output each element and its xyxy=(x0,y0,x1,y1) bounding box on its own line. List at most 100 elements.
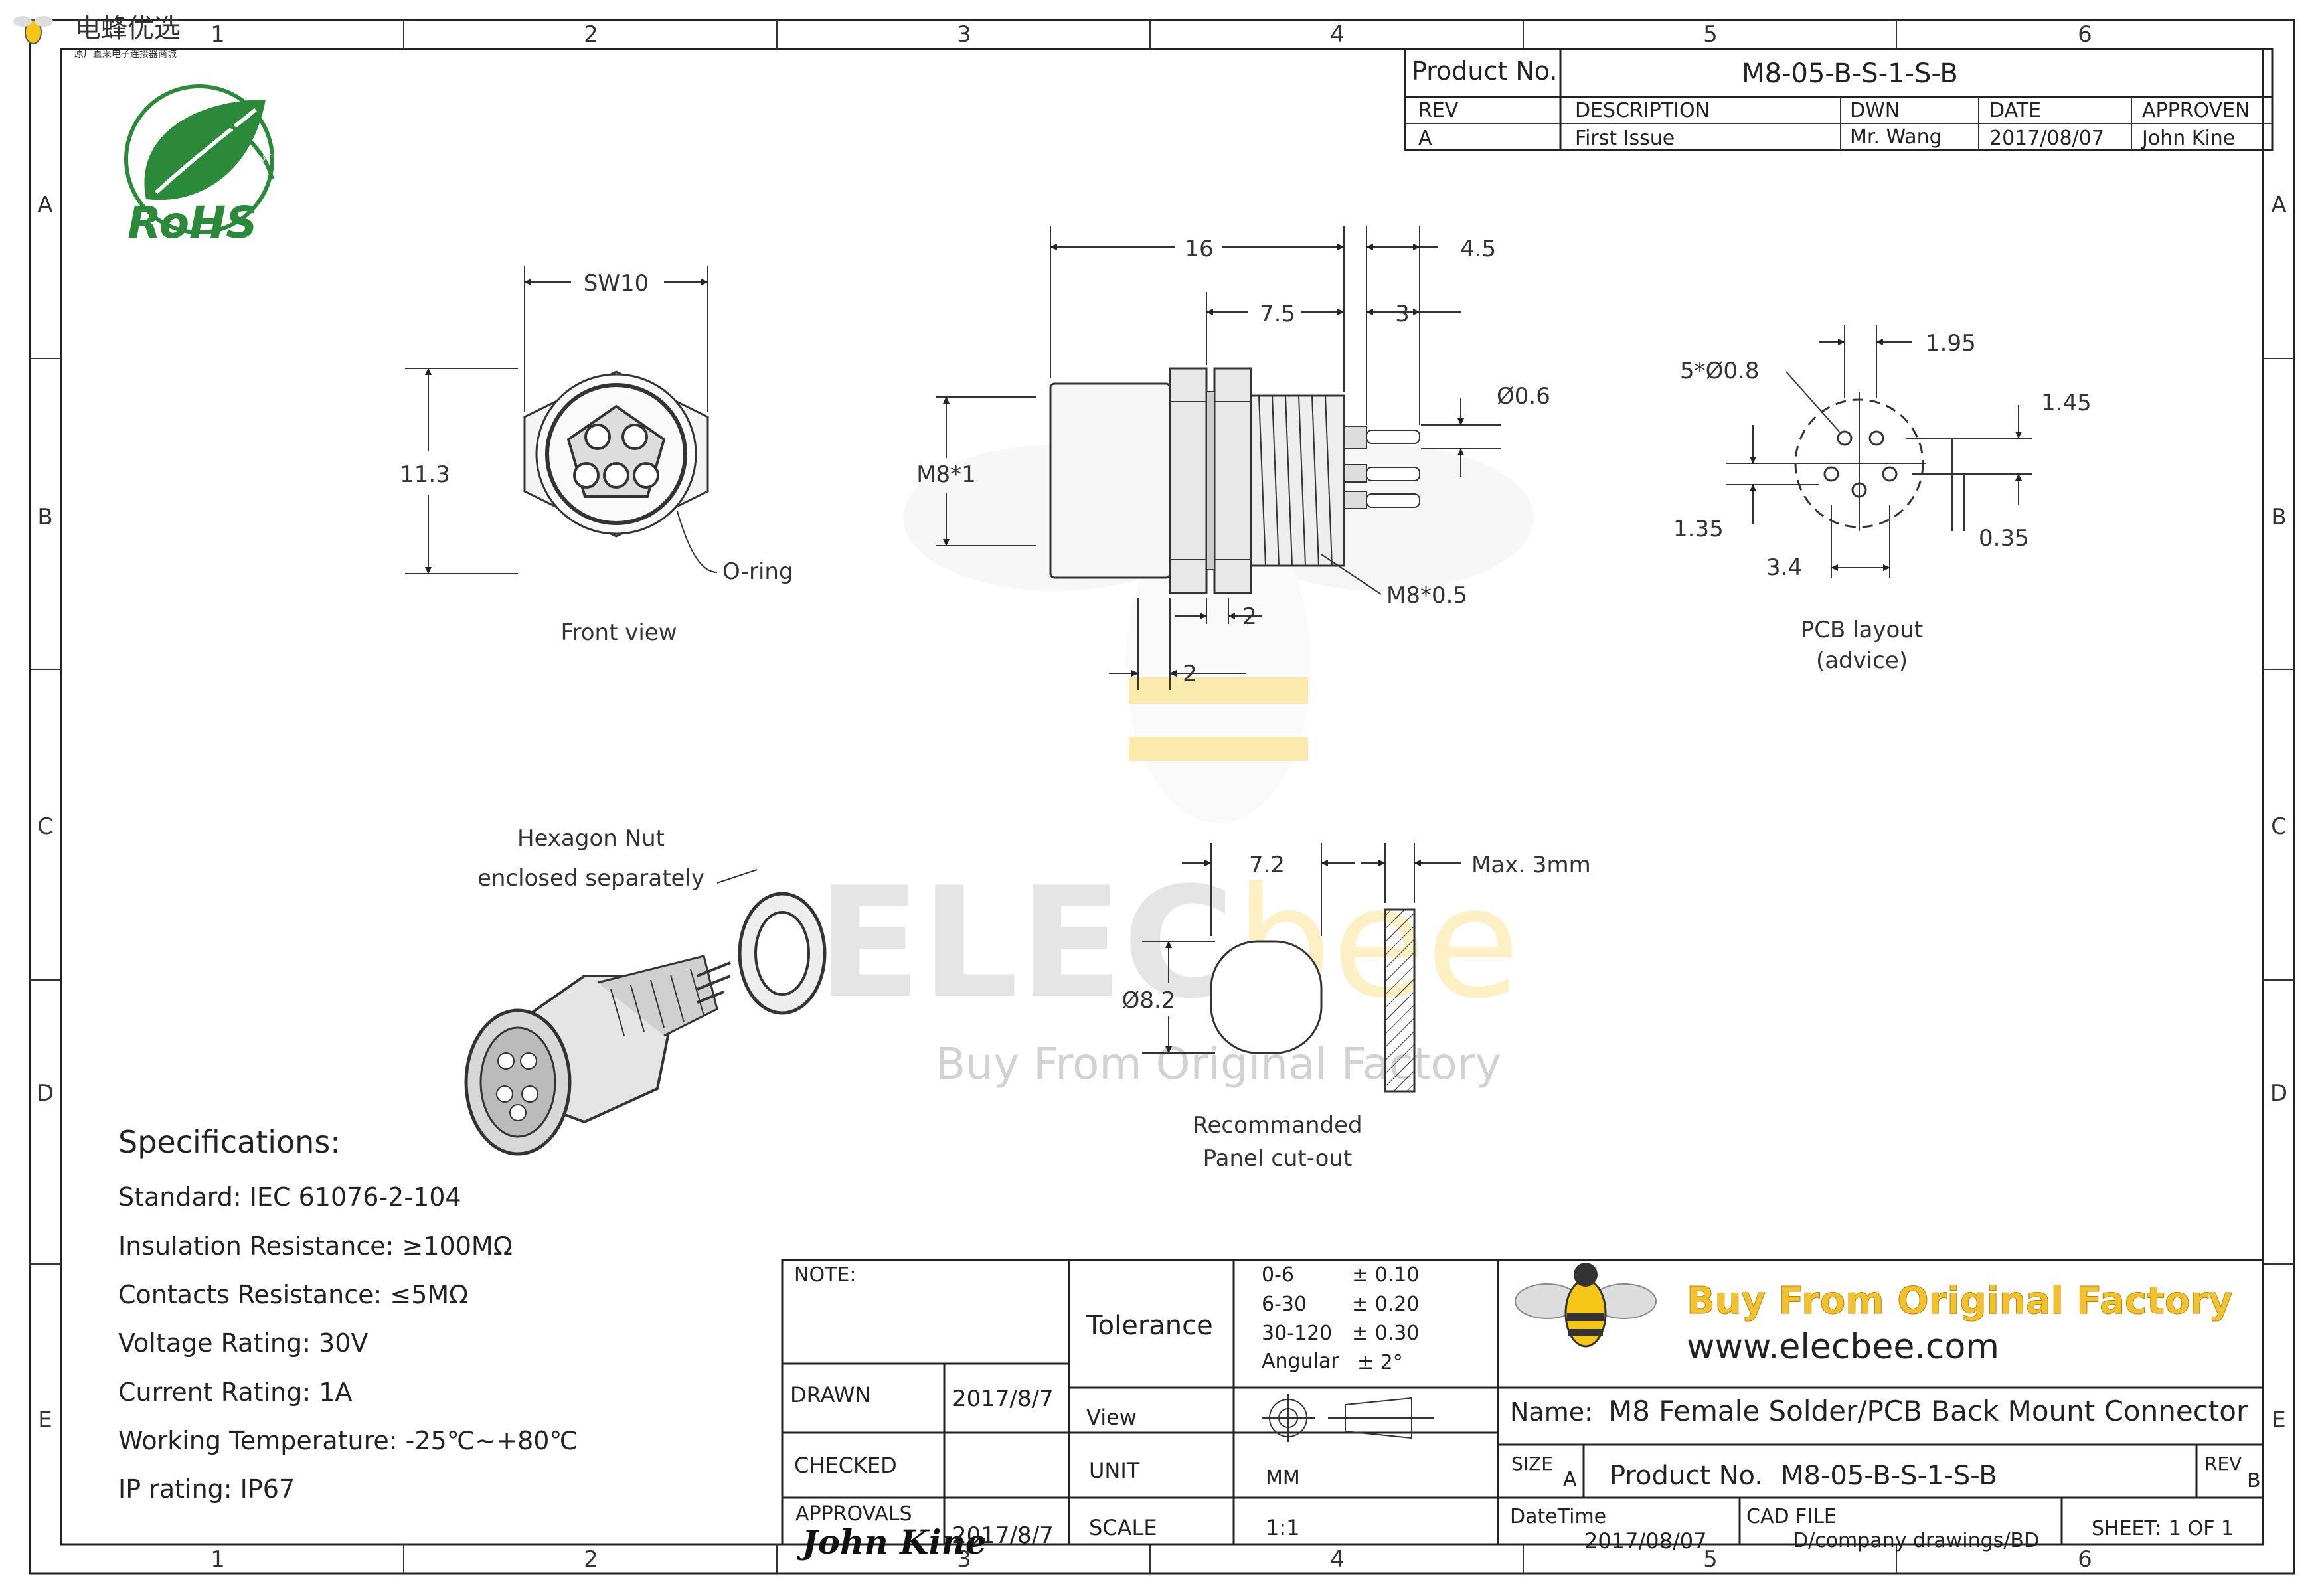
svg-text:E: E xyxy=(2272,1407,2285,1433)
svg-text:DESCRIPTION: DESCRIPTION xyxy=(1575,99,1710,122)
svg-text:30-120: 30-120 xyxy=(1262,1322,1332,1345)
svg-text:± 2°: ± 2° xyxy=(1357,1351,1403,1374)
tb-sheet-value: 1 OF 1 xyxy=(2169,1517,2234,1540)
svg-text:Mr. Wang: Mr. Wang xyxy=(1850,125,1942,149)
rev-product-no: M8-05-B-S-1-S-B xyxy=(1742,58,1958,89)
tb-unit-label: UNIT xyxy=(1089,1458,1140,1483)
dim-2-upper: 2 xyxy=(1242,603,1257,630)
svg-text:2: 2 xyxy=(584,21,598,48)
tb-view-label: View xyxy=(1086,1405,1137,1430)
grid-col-labels-top: 1 2 3 4 5 6 xyxy=(210,21,2092,48)
pcb-caption-2: (advice) xyxy=(1816,647,1908,674)
tb-checked-label: CHECKED xyxy=(794,1453,897,1478)
svg-text:± 0.20: ± 0.20 xyxy=(1352,1293,1419,1316)
svg-text:5: 5 xyxy=(1703,21,1718,48)
svg-text:± 0.30: ± 0.30 xyxy=(1352,1322,1419,1345)
svg-text:4: 4 xyxy=(1330,1546,1345,1573)
rohs-text: RoHS xyxy=(127,197,258,248)
tb-name-value: M8 Female Solder/PCB Back Mount Connecto… xyxy=(1608,1395,2248,1427)
pcb-holes: 5*Ø0.8 xyxy=(1680,358,1759,384)
tb-product-no-label: Product No. xyxy=(1610,1461,1763,1491)
svg-text:4: 4 xyxy=(1330,21,1345,48)
dim-8-2: Ø8.2 xyxy=(1122,987,1176,1014)
svg-text:D: D xyxy=(2270,1080,2287,1107)
brand-slogan: Buy From Original Factory xyxy=(1687,1279,2233,1322)
svg-text:First Issue: First Issue xyxy=(1575,127,1675,150)
title-block xyxy=(781,1259,2264,1546)
tb-unit-value: MM xyxy=(1266,1467,1300,1490)
dim-sw10: SW10 xyxy=(584,270,649,297)
side-view-drawing xyxy=(936,226,1501,690)
rev-row: A First Issue Mr. Wang 2017/08/07 John K… xyxy=(1418,125,2235,150)
bee-logo-small xyxy=(13,16,53,44)
outer-frame xyxy=(29,19,2295,1575)
dim-3-4: 3.4 xyxy=(1766,554,1802,581)
dim-1-45: 1.45 xyxy=(2041,390,2092,416)
svg-text:6: 6 xyxy=(2078,21,2092,48)
svg-text:0-6: 0-6 xyxy=(1262,1263,1294,1287)
svg-text:C: C xyxy=(37,813,53,840)
tb-size-label: SIZE xyxy=(1511,1453,1553,1475)
tb-tolerance-ranges: 0-6 6-30 30-120 Angular xyxy=(1262,1263,1339,1373)
dim-11-3: 11.3 xyxy=(400,461,450,488)
spec-item: Working Temperature: -25℃~+80℃ xyxy=(118,1426,578,1455)
spec-item: IP rating: IP67 xyxy=(118,1475,295,1504)
svg-text:2: 2 xyxy=(584,1546,598,1573)
dim-0-35: 0.35 xyxy=(1979,525,2029,552)
grid-row-labels-left: A B C D E xyxy=(37,192,54,1433)
dim-m8x1: M8*1 xyxy=(916,461,976,488)
svg-text:5: 5 xyxy=(1703,1546,1718,1573)
nut-note-1: Hexagon Nut xyxy=(517,825,665,852)
specs-title: Specifications: xyxy=(118,1124,341,1160)
tb-name-label: Name: xyxy=(1510,1397,1593,1427)
tb-product-no: M8-05-B-S-1-S-B xyxy=(1781,1461,1997,1491)
svg-text:3: 3 xyxy=(957,21,971,48)
spec-item: Contacts Resistance: ≤5MΩ xyxy=(118,1280,468,1309)
watermark-elec: ELEC xyxy=(817,855,1235,1032)
svg-text:B: B xyxy=(37,504,52,530)
spec-item: Insulation Resistance: ≥100MΩ xyxy=(118,1232,513,1261)
svg-text:D: D xyxy=(37,1080,54,1107)
approver-signature: John Kine xyxy=(797,1522,987,1561)
svg-text:A: A xyxy=(2271,192,2286,218)
specs-list: Standard: IEC 61076-2-104 Insulation Res… xyxy=(118,1182,578,1504)
svg-text:3: 3 xyxy=(957,1546,971,1573)
dim-16: 16 xyxy=(1185,236,1213,262)
svg-text:± 0.10: ± 0.10 xyxy=(1352,1263,1419,1287)
logo-cn-sub: 原厂直采电子连接器商城 xyxy=(74,48,177,60)
tb-datetime-label: DateTime xyxy=(1510,1505,1606,1528)
svg-text:Angular: Angular xyxy=(1262,1350,1339,1373)
tb-drawn-label: DRAWN xyxy=(790,1382,870,1407)
cutout-caption-2: Panel cut-out xyxy=(1203,1145,1353,1172)
svg-text:E: E xyxy=(38,1407,52,1433)
pcb-caption-1: PCB layout xyxy=(1801,617,1923,643)
svg-text:6-30: 6-30 xyxy=(1262,1293,1307,1316)
tb-scale-value: 1:1 xyxy=(1266,1515,1300,1540)
spec-item: Standard: IEC 61076-2-104 xyxy=(118,1182,461,1212)
dim-1-95: 1.95 xyxy=(1926,330,1976,357)
dim-2-lower: 2 xyxy=(1183,661,1197,687)
spec-item: Voltage Rating: 30V xyxy=(118,1328,368,1358)
svg-text:DATE: DATE xyxy=(1989,99,2041,122)
svg-text:A: A xyxy=(37,192,52,218)
svg-text:1: 1 xyxy=(210,21,225,48)
watermark-tagline: Buy From Original Factory xyxy=(936,1038,1501,1089)
rev-product-no-label: Product No. xyxy=(1412,56,1557,86)
tb-approvals-date: 2017/8/7 xyxy=(952,1522,1054,1549)
rohs-logo xyxy=(124,84,274,234)
svg-text:DWN: DWN xyxy=(1850,99,1900,122)
svg-text:APPROVEN: APPROVEN xyxy=(2142,99,2250,122)
svg-text:6: 6 xyxy=(2078,1546,2092,1573)
front-view-drawing xyxy=(405,266,718,574)
tb-rev-label: REV xyxy=(2204,1453,2242,1475)
svg-text:2017/08/07: 2017/08/07 xyxy=(1989,127,2104,150)
dim-pin-0-6: Ø0.6 xyxy=(1497,383,1550,410)
dim-m8x0-5: M8*0.5 xyxy=(1386,582,1467,609)
svg-text:C: C xyxy=(2271,813,2287,840)
spec-item: Current Rating: 1A xyxy=(118,1378,352,1407)
projection-symbol-icon xyxy=(1262,1394,1434,1442)
dim-4-5: 4.5 xyxy=(1460,236,1496,262)
row-dividers xyxy=(30,358,2294,1265)
